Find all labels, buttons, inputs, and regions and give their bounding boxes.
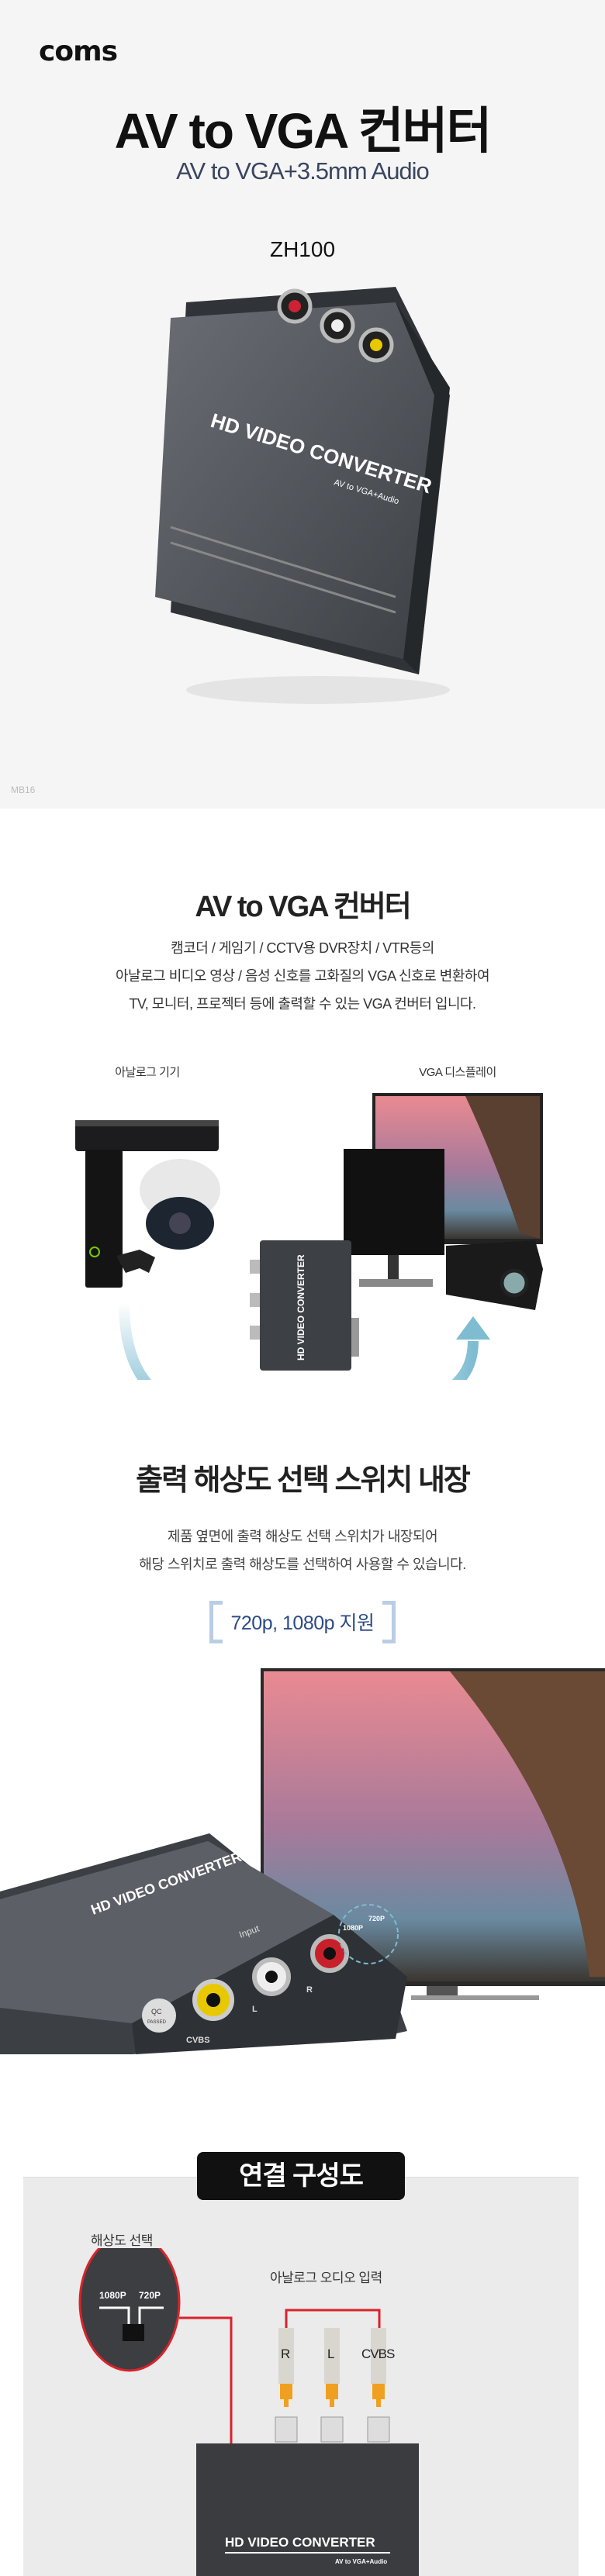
plug-label-cvbs: CVBS — [361, 2347, 395, 2361]
qc-passed-label: PASSED — [147, 2020, 167, 2025]
qc-label: QC — [151, 2008, 162, 2016]
device-sublabel: AV to VGA+Audio — [335, 2558, 387, 2565]
watermark: MB16 — [11, 785, 36, 795]
r-label: R — [306, 1985, 313, 1995]
projector — [446, 1240, 543, 1310]
cctv-camera — [140, 1159, 220, 1250]
device-label: HD VIDEO CONVERTER — [225, 2535, 375, 2550]
dvd-player — [75, 1120, 219, 1151]
connection-illustration: HD VIDEO CONVERTER — [75, 1093, 543, 1380]
product-image: HD VIDEO CONVERTER AV to VGA+Audio — [155, 287, 450, 704]
display-label: VGA 디스플레이 — [419, 1066, 496, 1079]
monitor — [344, 1149, 444, 1287]
highlight-bracket — [209, 1601, 396, 1643]
resolution-highlight: 720p, 1080p 지원 — [230, 1612, 375, 1634]
input-arrow — [119, 1302, 151, 1380]
resolution-select-label: 해상도 선택 — [91, 2233, 153, 2248]
intro-description: 캠코더 / 게임기 / CCTV용 DVR장치 / VTR등의 아날로그 비디오… — [0, 934, 605, 1018]
resolution-switch — [123, 2324, 144, 2341]
game-console — [85, 1150, 155, 1288]
res2-label: 720P — [139, 2290, 161, 2301]
res1-label: 1080P — [99, 2290, 126, 2301]
source-label: 아날로그 기기 — [115, 1066, 180, 1079]
l-label: L — [252, 2005, 258, 2014]
intro-line: 아날로그 비디오 영상 / 음성 신호를 고화질의 VGA 신호로 변환하여 — [115, 968, 490, 984]
switch-description: 제품 옆면에 출력 해상도 선택 스위치가 내장되어 해당 스위치로 출력 해상… — [0, 1522, 605, 1578]
converter-device: HD VIDEO CONVERTER — [250, 1240, 359, 1371]
output-arrowhead — [456, 1316, 490, 1340]
switch-product-image: Input CVBS L R 1080P 720P QC PASSED HD V… — [0, 1668, 605, 2054]
switch-heading: 출력 해상도 선택 스위치 내장 — [136, 1464, 471, 1497]
rca-plugs — [278, 2328, 386, 2407]
connection-diagram: 1080P 720P R L CVBS HD VIDEO CONVERTER A… — [78, 2248, 419, 2576]
intro-line: TV, 모니터, 프로젝터 등에 출력할 수 있는 VGA 컨버터 입니다. — [129, 996, 476, 1012]
hero-section: coms AV to VGA 컨버터 AV to VGA+3.5mm Audio… — [0, 0, 605, 809]
audio-input-label: 아날로그 오디오 입력 — [270, 2271, 382, 2285]
plug-label-l: L — [327, 2347, 334, 2361]
cvbs-label: CVBS — [186, 2036, 210, 2045]
model-number: ZH100 — [269, 237, 336, 261]
converter-device — [196, 2443, 419, 2576]
converter-label: HD VIDEO CONVERTER — [296, 1254, 306, 1360]
switch-line: 해당 스위치로 출력 해상도를 선택하여 사용할 수 있습니다. — [139, 1557, 466, 1572]
res1-label: 1080P — [343, 1924, 363, 1932]
coms-logo: coms — [39, 36, 118, 67]
intro-heading: AV to VGA 컨버터 — [195, 891, 411, 923]
connection-heading: 연결 구성도 — [197, 2152, 405, 2200]
page-subtitle: AV to VGA+3.5mm Audio — [176, 157, 430, 184]
plug-label-r: R — [281, 2347, 290, 2361]
intro-line: 캠코더 / 게임기 / CCTV용 DVR장치 / VTR등의 — [171, 940, 434, 956]
output-arrow — [451, 1340, 479, 1380]
switch-line: 제품 옆면에 출력 해상도 선택 스위치가 내장되어 — [167, 1529, 438, 1544]
res2-label: 720P — [368, 1915, 385, 1923]
page-title: AV to VGA 컨버터 — [114, 103, 493, 159]
